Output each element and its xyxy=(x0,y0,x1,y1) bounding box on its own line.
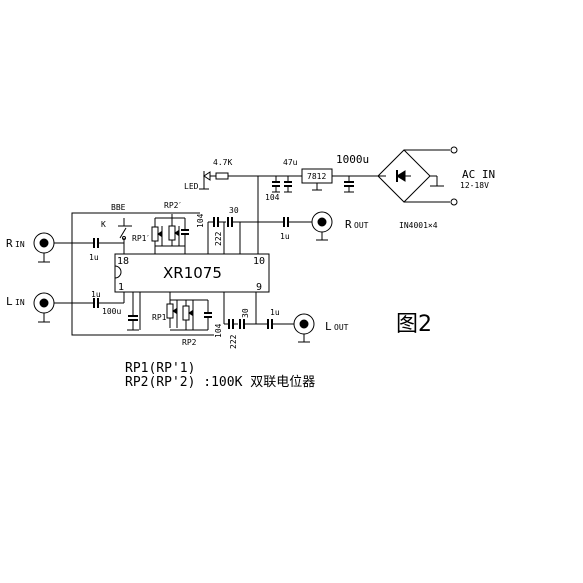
l-in-label-main: L xyxy=(6,295,13,308)
bbe-switch: BBE K xyxy=(101,203,132,254)
capacitor-222-top: 222 xyxy=(208,217,226,254)
capacitor-1u-l-out: 1u xyxy=(267,308,294,329)
capacitor-104-psu: 104 xyxy=(265,176,280,202)
r47k-label: 4.7K xyxy=(213,158,232,167)
c104-psu-label: 104 xyxy=(265,193,280,202)
rp1-label: RP1 xyxy=(152,313,167,322)
regulator-7812: 7812 xyxy=(301,168,333,191)
c104-top-label: 104 xyxy=(196,213,205,228)
reg-7812-label: 7812 xyxy=(307,172,326,181)
led-indicator: LED xyxy=(184,171,216,191)
r-out-label-main: R xyxy=(345,218,352,231)
pin-1-label: 1 xyxy=(118,282,124,293)
bridge-rectifier: IN4001×4 xyxy=(377,146,458,230)
l-out-label-main: L xyxy=(325,320,332,333)
r-out-jack: R OUT xyxy=(311,211,369,241)
switch-k-label: K xyxy=(101,220,106,229)
chip-name: XR1075 xyxy=(163,264,222,282)
capacitor-104-top: 104 xyxy=(196,213,209,254)
capacitor-104-bottom: 104 xyxy=(214,292,225,338)
ac-range-label: 12-18V xyxy=(460,181,489,190)
pin-9-label: 9 xyxy=(256,282,262,293)
capacitor-small-bottom xyxy=(204,300,212,330)
c1u-r-in-label: 1u xyxy=(89,253,99,262)
pot-rp2: RP2 xyxy=(170,299,208,347)
capacitor-1u-l-in: 1u xyxy=(91,290,125,308)
l-out-jack: L OUT xyxy=(293,313,349,343)
capacitor-222-bottom: 222 xyxy=(224,319,238,349)
capacitor-1u-r-out: 1u xyxy=(240,217,312,241)
bridge-label: IN4001×4 xyxy=(399,221,438,230)
rp1-prime-label: RP1ˊ xyxy=(132,234,149,243)
pin-10-label: 10 xyxy=(253,256,265,267)
c222-bottom-label: 222 xyxy=(229,334,238,349)
capacitor-30-top: 30 xyxy=(227,206,241,254)
ac-input: AC IN 12-18V xyxy=(460,168,495,190)
c30-bottom-label: 30 xyxy=(241,308,250,318)
r-in-jack: R IN xyxy=(6,232,93,263)
c104-bottom-label: 104 xyxy=(214,323,223,338)
c1u-r-out-label: 1u xyxy=(280,232,290,241)
pot-rp1-prime: RP1ˊ xyxy=(132,218,163,254)
capacitor-30-bottom: 30 xyxy=(239,292,268,329)
figure-label: 图2 xyxy=(396,312,432,337)
note-line-1: RP1(RP'1) xyxy=(125,361,195,376)
pot-rp2-prime: RP2ˊ xyxy=(155,201,185,247)
c100u-label: 100u xyxy=(102,307,121,316)
r-in-label-main: R xyxy=(6,237,13,250)
note-line-2: RP2(RP'2) :100K 双联电位器 xyxy=(125,375,315,390)
rp2-prime-label: RP2ˊ xyxy=(164,201,181,210)
l-in-jack: L IN xyxy=(6,292,93,323)
ac-in-label: AC IN xyxy=(462,168,495,181)
r-out-label-sub: OUT xyxy=(354,221,369,230)
rp2-label: RP2 xyxy=(182,338,197,347)
c1u-l-out-label: 1u xyxy=(270,308,280,317)
ic-xr1075: XR1075 18 10 1 9 xyxy=(114,253,270,293)
led-label: LED xyxy=(184,182,199,191)
c30-top-label: 30 xyxy=(229,206,239,215)
l-in-label-sub: IN xyxy=(15,298,25,307)
capacitor-47u: 47u xyxy=(283,158,298,193)
pin-18-label: 18 xyxy=(117,256,129,267)
c222-top-label: 222 xyxy=(214,231,223,246)
bbe-label: BBE xyxy=(111,203,126,212)
capacitor-100u: 100u xyxy=(102,292,141,331)
c47u-label: 47u xyxy=(283,158,298,167)
board-outline xyxy=(71,212,214,336)
c1u-l-in-label: 1u xyxy=(91,290,101,299)
power-rail xyxy=(228,175,386,254)
capacitor-small-top xyxy=(181,218,189,254)
c1000u-label: 1000u xyxy=(336,153,369,166)
l-out-label-sub: OUT xyxy=(334,323,349,332)
pot-rp1: RP1 xyxy=(152,292,178,328)
r-in-label-sub: IN xyxy=(15,240,25,249)
capacitor-1000u: 1000u xyxy=(336,153,369,193)
